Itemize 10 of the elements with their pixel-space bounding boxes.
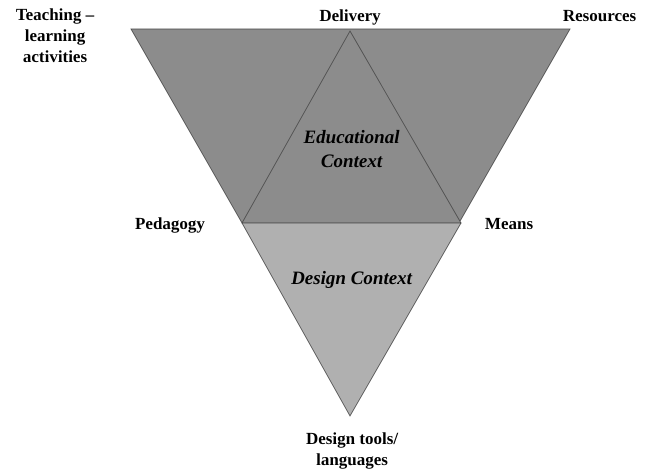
corner-label: Resources	[562, 5, 638, 26]
corner-label: Teaching – learning activities	[14, 4, 96, 67]
context-label: Educational Context	[302, 126, 401, 174]
corner-label: Delivery	[318, 5, 382, 26]
context-label: Design Context	[290, 267, 414, 291]
corner-label: Pedagogy	[134, 213, 206, 234]
triangle-shape	[241, 30, 462, 224]
corner-label: Design tools/ languages	[304, 428, 400, 470]
corner-label: Means	[484, 213, 534, 234]
triangle-shape	[241, 222, 462, 417]
